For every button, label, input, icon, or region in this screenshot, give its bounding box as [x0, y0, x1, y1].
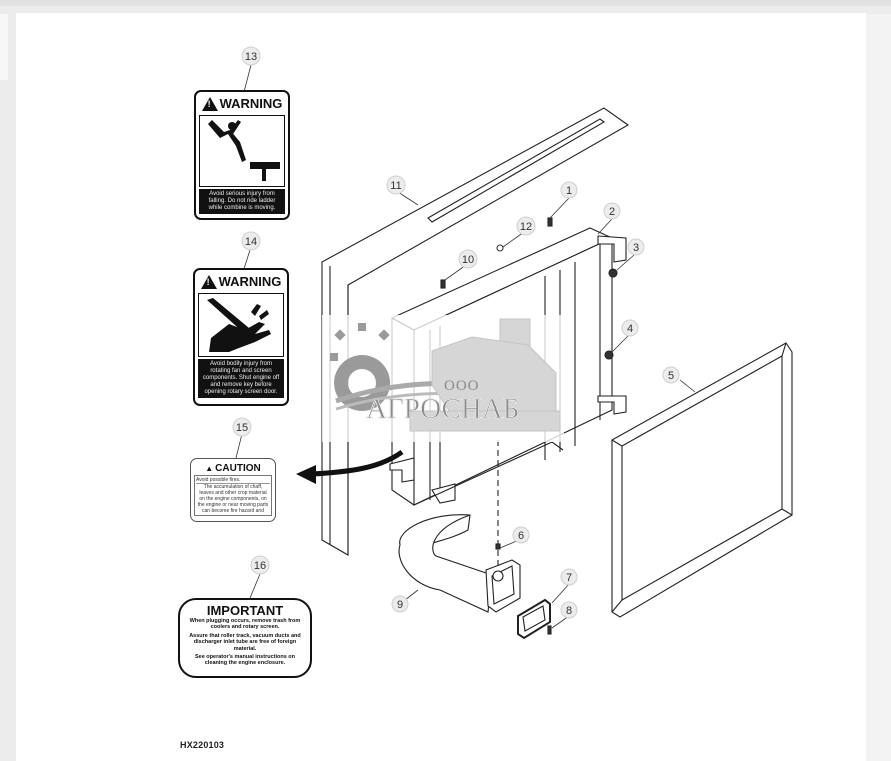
- important-16-heading: IMPORTANT: [206, 602, 284, 618]
- part-6-screw: [495, 543, 501, 550]
- callout-14-circle: [241, 231, 261, 251]
- combine-harvester-logo-icon: [330, 318, 561, 432]
- callout-8: 8: [566, 605, 572, 617]
- watermark-overlay: [322, 315, 564, 442]
- falling-person-pictogram: [199, 115, 285, 187]
- callout-2-circle: [603, 202, 621, 220]
- part-3-nut: [608, 268, 618, 278]
- watermark-brand-name: АГРОСНАБ: [366, 393, 520, 426]
- important-16-line-1: When plugging occurs, remove trash from …: [189, 618, 301, 631]
- warning-triangle-icon: [200, 274, 217, 289]
- left-panel-edge: [0, 14, 8, 80]
- warning-13-heading: WARNING: [219, 96, 283, 111]
- callout-6: 6: [518, 530, 524, 542]
- part-8-screw: [547, 625, 552, 635]
- callout-4: 4: [627, 323, 633, 335]
- callout-11-circle: [386, 175, 406, 195]
- part-4-nut: [604, 350, 614, 360]
- callout-12-circle: [516, 216, 536, 236]
- caution-15-heading: CAUTION: [215, 462, 261, 474]
- right-scroll-gutter[interactable]: [866, 14, 891, 761]
- callout-4-circle: [621, 319, 639, 337]
- callout-3-circle: [627, 238, 645, 256]
- callout-3: 3: [633, 242, 639, 254]
- figure-id: HX220103: [180, 740, 225, 750]
- callout-1: 1: [566, 185, 572, 197]
- warning-13-text: Avoid serious injury from falling. Do no…: [199, 189, 285, 214]
- warning-14-heading: WARNING: [218, 274, 282, 289]
- callout-14: 14: [245, 236, 257, 248]
- removal-arrow: [311, 449, 404, 477]
- part-9-duct: [398, 440, 521, 613]
- callout-15: 15: [236, 422, 248, 434]
- warning-14-text: Avoid bodily injury from rotating fan an…: [198, 359, 284, 398]
- callout-1-circle: [560, 181, 578, 199]
- browser-top-bar: [0, 0, 891, 6]
- callout-5: 5: [668, 370, 674, 382]
- callout-9-circle: [391, 595, 409, 613]
- callout-13-circle: [241, 46, 261, 66]
- callout-16: 16: [254, 560, 266, 572]
- callout-12: 12: [520, 221, 532, 233]
- callout-16-circle: [250, 555, 270, 575]
- part-7-gasket: [517, 598, 551, 640]
- watermark-prefix: ООО: [444, 378, 480, 394]
- part-12-grommet: [496, 244, 504, 252]
- caution-triangle-icon: ▲: [205, 463, 214, 473]
- callout-10: 10: [462, 254, 474, 266]
- part-10-screw: [440, 279, 446, 289]
- important-16-line-2: Assure that roller track, vacuum ducts a…: [189, 632, 301, 652]
- callout-7: 7: [566, 572, 572, 584]
- warning-label-14: WARNING Avoid bodily injury from rotatin…: [193, 268, 289, 406]
- callout-10-circle: [458, 249, 478, 269]
- callout-13: 13: [245, 51, 257, 63]
- warning-label-13: WARNING Avoid serious injury from fallin…: [194, 90, 290, 220]
- callout-7-circle: [560, 568, 578, 586]
- warning-triangle-icon: [201, 96, 218, 111]
- important-16-line-3: See operator's manual instructions on cl…: [194, 654, 296, 667]
- part-1-bolt: [547, 217, 553, 227]
- caution-15-text: The accumulation of chaff, leaves and ot…: [197, 484, 269, 514]
- hand-fan-pictogram: [198, 293, 284, 357]
- hand-cut-icon: [207, 298, 271, 352]
- important-label-16: IMPORTANT When plugging occurs, remove t…: [178, 598, 312, 678]
- callout-15-circle: [232, 417, 252, 437]
- caution-label-15: ▲ CAUTION Avoid possible fires. The accu…: [190, 458, 276, 522]
- callout-5-circle: [662, 366, 680, 384]
- callout-11: 11: [390, 180, 401, 192]
- callout-2: 2: [609, 206, 615, 218]
- caution-15-subheading: Avoid possible fires.: [196, 477, 270, 484]
- part-5-seal-frame: [611, 342, 793, 618]
- callout-9: 9: [397, 599, 403, 611]
- callout-6-circle: [512, 526, 530, 544]
- callout-8-circle: [560, 601, 578, 619]
- falling-person-icon: [208, 120, 280, 181]
